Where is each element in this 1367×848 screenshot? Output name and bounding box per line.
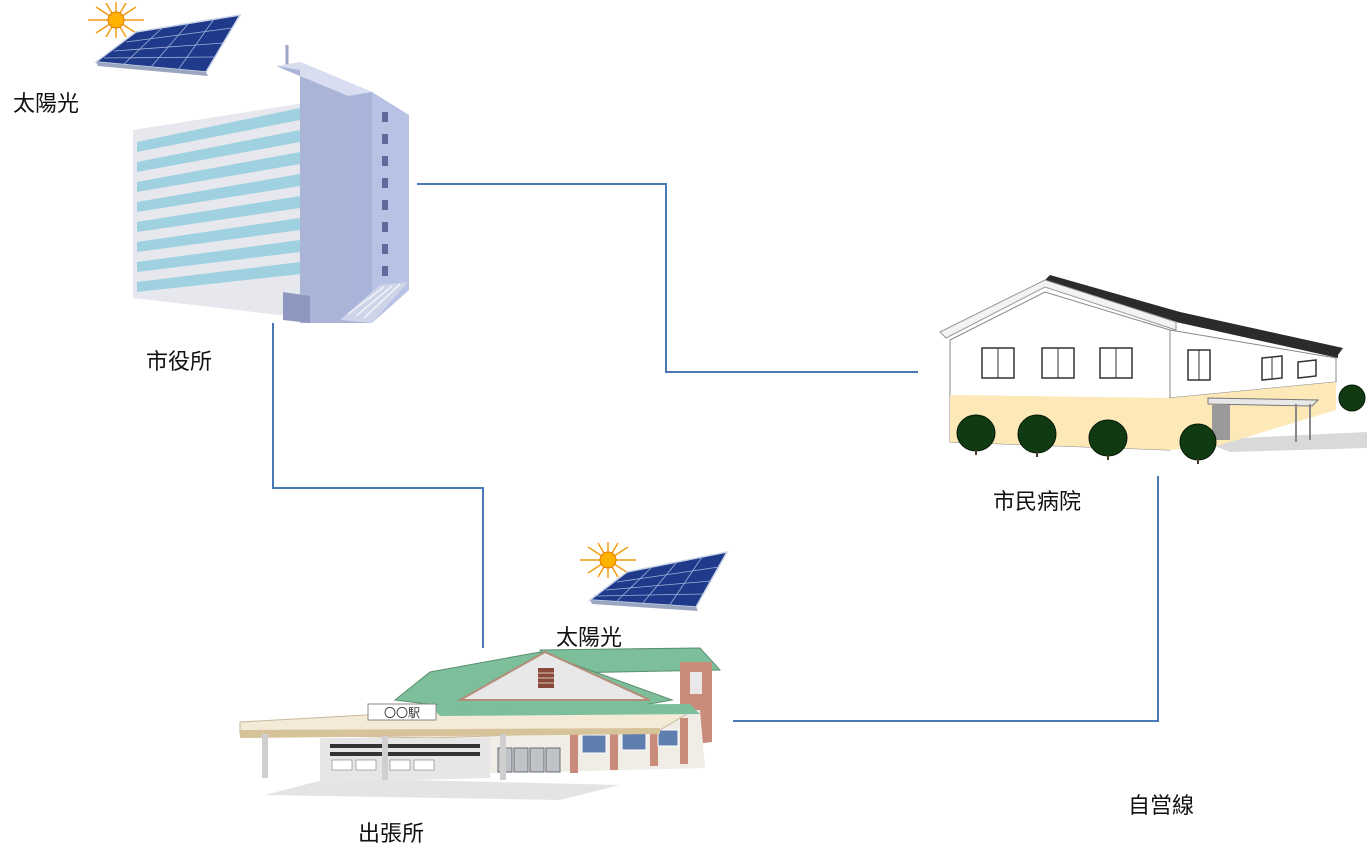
sun-icon	[580, 542, 636, 578]
line-cityhall-branch	[272, 323, 484, 648]
label-private-line: 自営線	[1128, 794, 1195, 819]
sun-icon	[88, 2, 144, 38]
station-sign: 〇〇駅	[384, 706, 420, 720]
solar-panel-icon	[587, 550, 729, 611]
hospital-icon	[939, 275, 1367, 464]
label-branch-office: 出張所	[358, 822, 425, 847]
city-hall-icon	[133, 45, 409, 323]
label-solar-top: 太陽光	[13, 92, 80, 117]
label-hospital: 市民病院	[993, 490, 1082, 515]
solar-panel-icon	[93, 13, 242, 76]
station-icon: 〇〇駅	[239, 647, 722, 800]
line-cityhall-hospital	[417, 183, 918, 373]
label-solar-bottom: 太陽光	[556, 626, 623, 651]
label-city-hall: 市役所	[146, 350, 213, 375]
connection-lines	[272, 183, 1159, 722]
line-branch-hospital	[733, 476, 1159, 722]
